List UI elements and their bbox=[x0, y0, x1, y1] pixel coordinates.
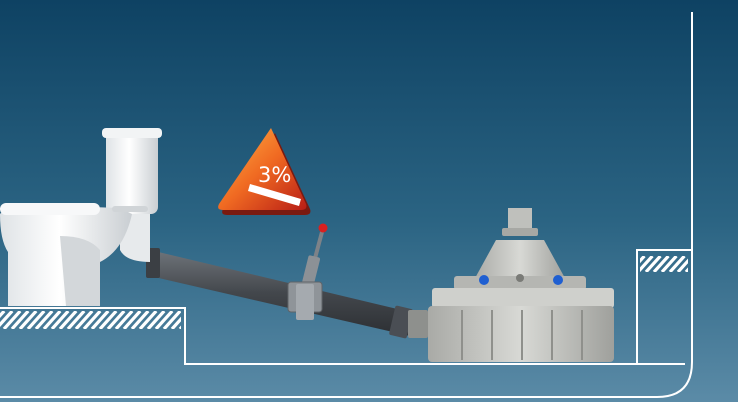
toilet-tank bbox=[106, 130, 158, 214]
slope-percentage: 3% bbox=[258, 163, 291, 187]
valve-handle bbox=[319, 224, 328, 233]
